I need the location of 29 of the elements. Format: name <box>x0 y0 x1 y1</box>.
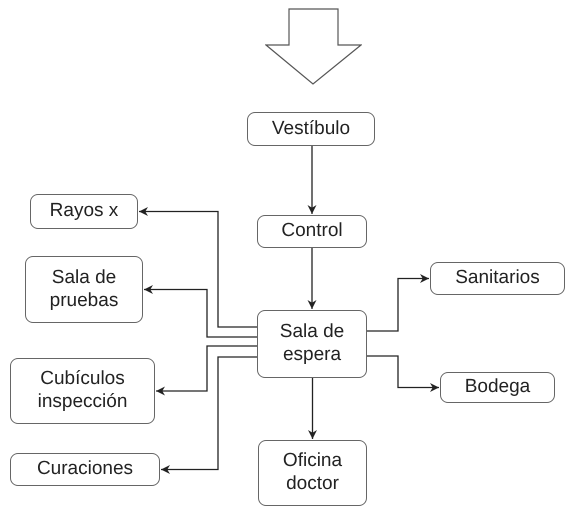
arrow <box>367 274 429 332</box>
room-box <box>30 194 138 229</box>
arrow <box>308 378 317 439</box>
arrow <box>308 248 316 309</box>
room-box <box>258 440 367 506</box>
room-label: Oficina doctor <box>282 450 344 496</box>
arrow <box>367 355 439 392</box>
arrow <box>308 146 316 214</box>
room-box <box>430 262 565 295</box>
room-box <box>25 256 143 323</box>
room-box <box>10 453 160 486</box>
room-label: Sala de pruebas <box>48 266 120 312</box>
arrow <box>144 285 257 338</box>
arrow <box>156 345 257 396</box>
room-label: Rayos x <box>50 200 118 223</box>
room-label: Curaciones <box>36 458 134 481</box>
room-label: Cubículos inspección <box>36 368 128 414</box>
room-box <box>257 215 367 248</box>
arrow <box>161 356 257 474</box>
room-box <box>440 372 555 403</box>
room-label: Vestíbulo <box>272 118 350 140</box>
room-label: Sanitarios <box>455 267 540 290</box>
room-box <box>247 112 375 146</box>
room-label: Control <box>281 220 343 243</box>
room-box <box>10 358 155 424</box>
room-label: Bodega <box>464 376 530 399</box>
room-box <box>257 310 367 378</box>
arrow <box>139 207 257 328</box>
room-label: Sala de espera <box>278 321 346 367</box>
